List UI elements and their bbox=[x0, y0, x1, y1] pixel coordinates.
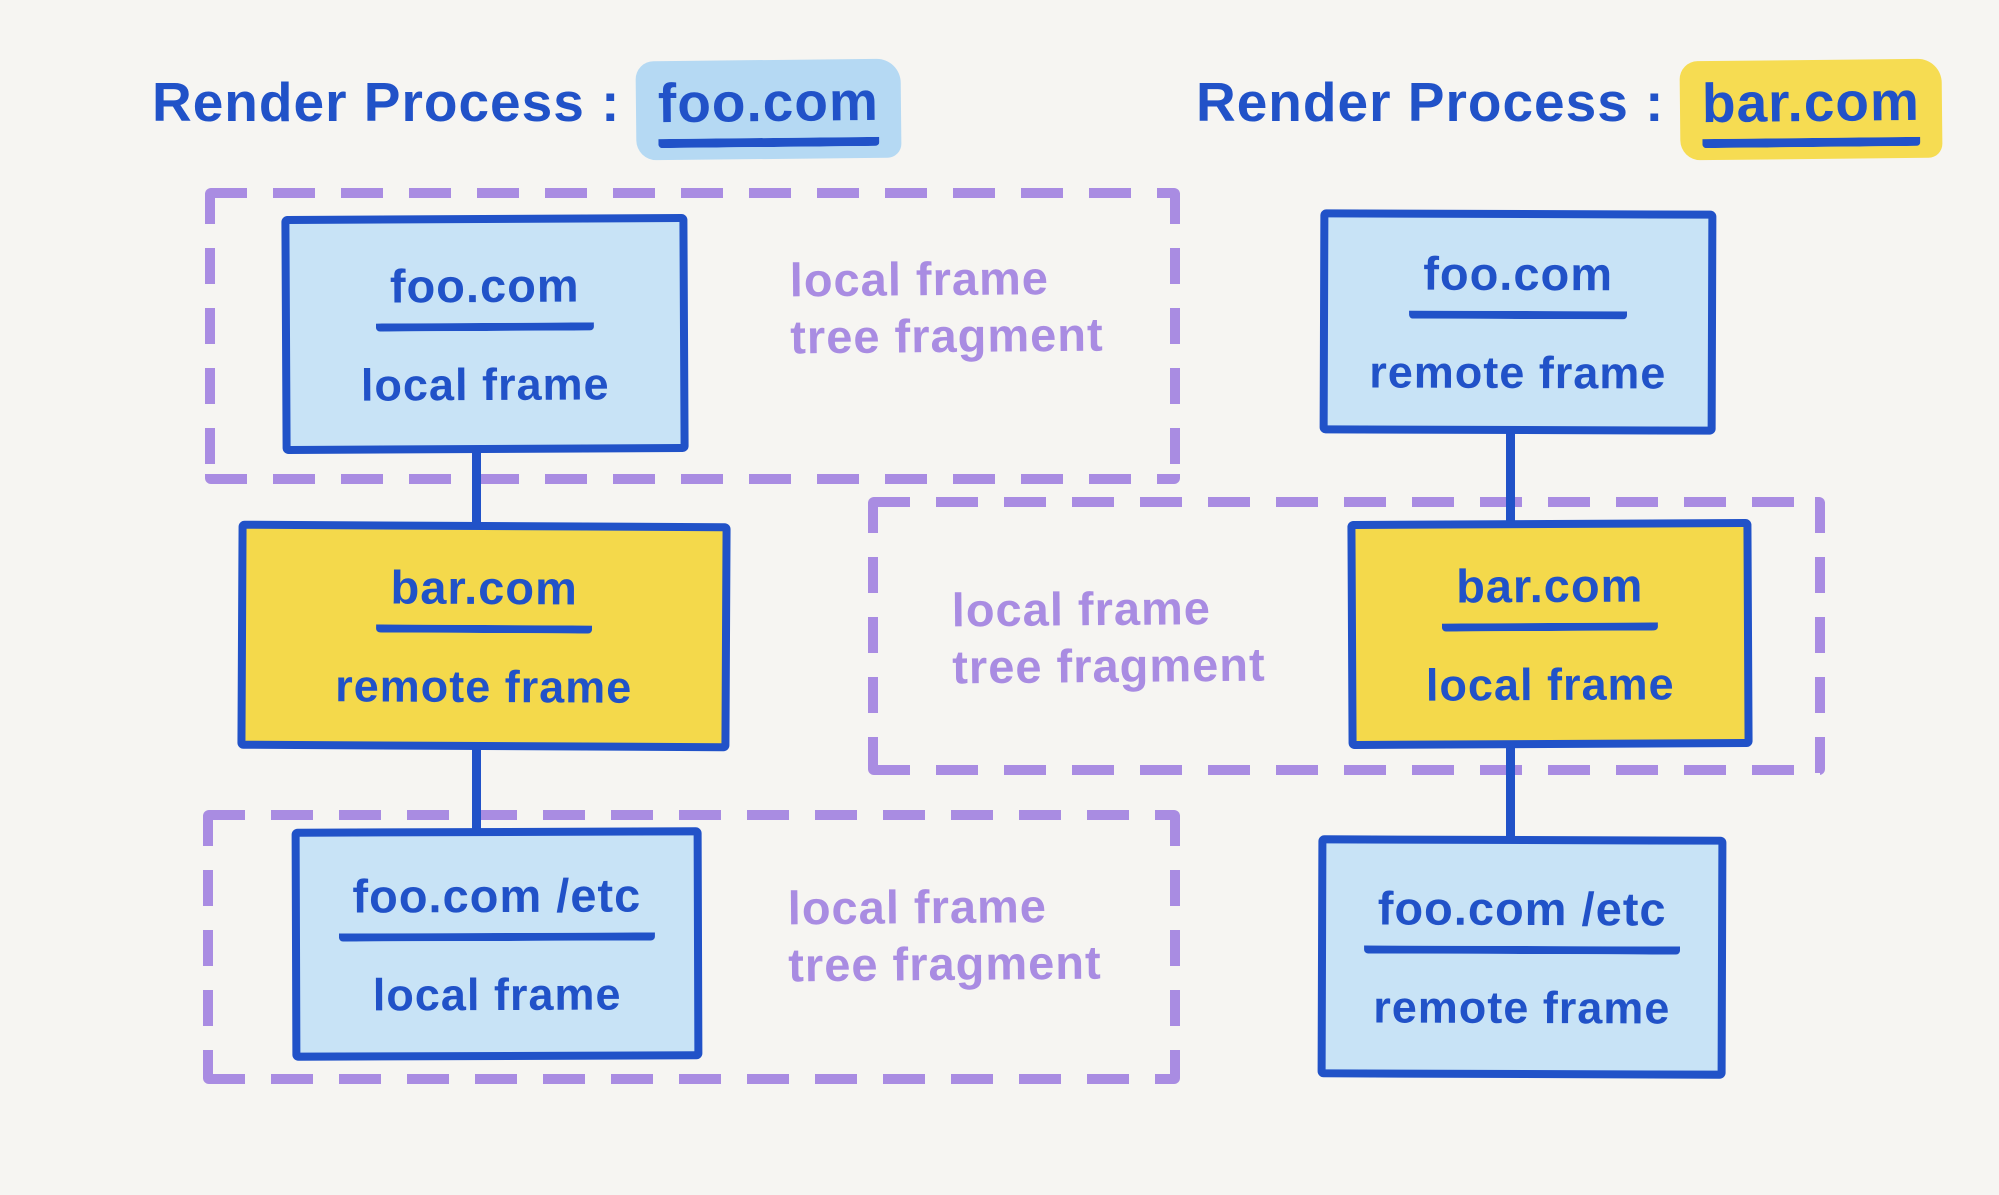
node-role: local frame bbox=[372, 968, 622, 1020]
left-bottom-fragment-label: local frame tree fragment bbox=[788, 877, 1102, 994]
node-domain: foo.com /etc bbox=[338, 866, 656, 942]
node-role: remote frame bbox=[1373, 980, 1671, 1034]
right-middle-fragment-label: local frame tree fragment bbox=[952, 579, 1266, 696]
node-role: local frame bbox=[1425, 657, 1675, 711]
node-domain: bar.com bbox=[376, 558, 593, 634]
node-right-bar-local-frame: bar.com local frame bbox=[1347, 518, 1753, 750]
fragment-label-line2: tree fragment bbox=[952, 637, 1266, 694]
fragment-label-line2: tree fragment bbox=[788, 935, 1102, 992]
node-left-bar-remote-frame: bar.com remote frame bbox=[237, 520, 731, 752]
node-right-fooetc-remote-frame: foo.com /etc remote frame bbox=[1317, 835, 1727, 1079]
node-right-foo-remote-frame: foo.com remote frame bbox=[1319, 209, 1717, 435]
left-process-domain: foo.com bbox=[658, 68, 880, 149]
right-process-title: Render Process : bar.com bbox=[1196, 58, 1943, 161]
right-process-domain: bar.com bbox=[1702, 68, 1921, 149]
left-process-title: Render Process : foo.com bbox=[152, 58, 902, 161]
node-role: remote frame bbox=[335, 659, 633, 713]
left-connector-top bbox=[472, 440, 481, 535]
left-process-title-prefix: Render Process : bbox=[152, 71, 621, 133]
right-connector-top bbox=[1506, 425, 1515, 535]
fragment-label-line1: local frame bbox=[787, 879, 1048, 935]
fragment-label-line2: tree fragment bbox=[790, 307, 1104, 364]
fragment-label-line1: local frame bbox=[789, 251, 1050, 307]
node-domain: foo.com /etc bbox=[1363, 879, 1681, 955]
left-top-fragment-label: local frame tree fragment bbox=[790, 249, 1104, 366]
right-connector-bottom bbox=[1506, 735, 1515, 850]
node-role: local frame bbox=[360, 357, 610, 411]
node-left-foo-local-frame: foo.com local frame bbox=[281, 213, 689, 455]
right-process-title-prefix: Render Process : bbox=[1196, 71, 1665, 133]
node-left-fooetc-local-frame: foo.com /etc local frame bbox=[291, 827, 703, 1061]
node-domain: bar.com bbox=[1441, 556, 1658, 632]
node-domain: foo.com bbox=[1409, 245, 1628, 319]
node-domain: foo.com bbox=[375, 256, 594, 332]
node-role: remote frame bbox=[1369, 345, 1667, 399]
right-process-domain-highlight: bar.com bbox=[1679, 58, 1943, 161]
left-process-domain-highlight: foo.com bbox=[635, 58, 902, 161]
fragment-label-line1: local frame bbox=[951, 581, 1212, 637]
left-connector-bottom bbox=[472, 738, 481, 842]
